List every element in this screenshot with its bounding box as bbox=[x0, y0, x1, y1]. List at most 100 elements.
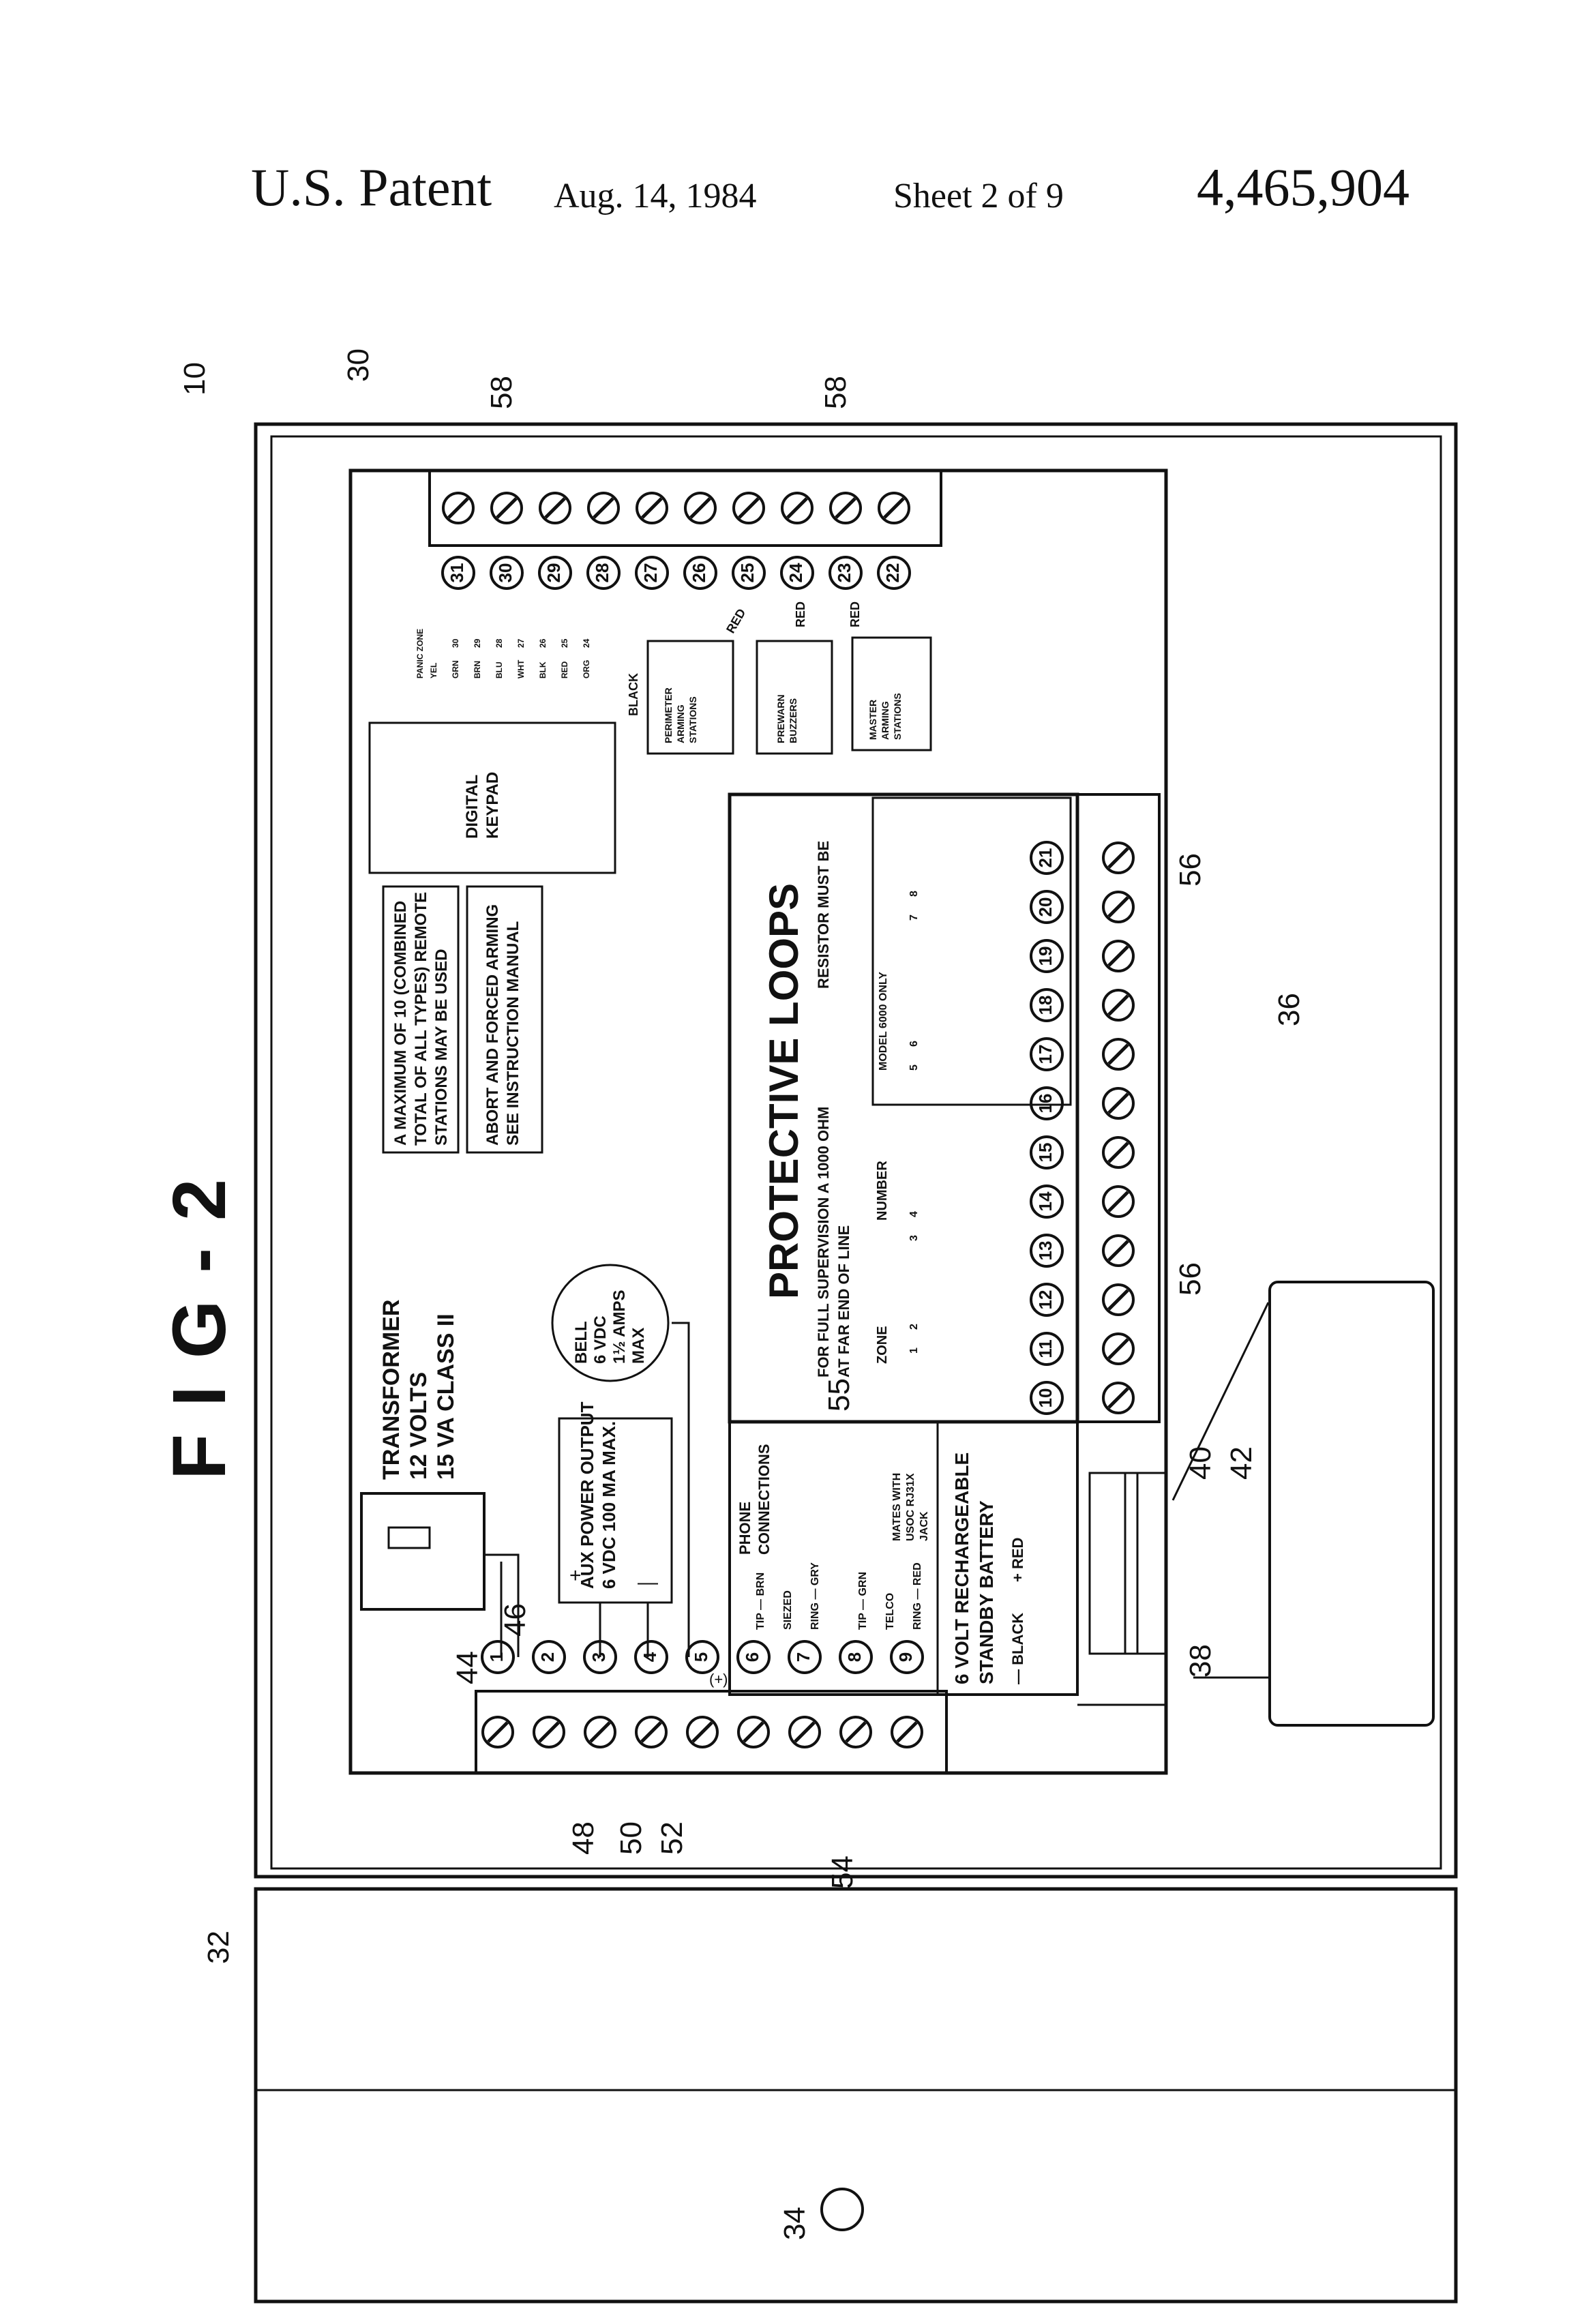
screw-slot-15 bbox=[1107, 1142, 1129, 1163]
screw-slot-30 bbox=[896, 1721, 918, 1743]
svg-text:TELCO: TELCO bbox=[884, 1593, 896, 1630]
terminal-10: 10 bbox=[1030, 1381, 1064, 1415]
terminal-18: 18 bbox=[1030, 988, 1064, 1022]
screw-slot-14 bbox=[1107, 1191, 1129, 1212]
svg-text:FOR FULL SUPERVISION A 1000 OH: FOR FULL SUPERVISION A 1000 OHM bbox=[815, 1107, 832, 1377]
screw-slot-7 bbox=[786, 497, 808, 519]
terminal-27-ring bbox=[635, 556, 669, 590]
red-wire-label-2: RED bbox=[794, 601, 807, 627]
svg-text:27: 27 bbox=[516, 638, 526, 648]
svg-text:TIP — GRN: TIP — GRN bbox=[857, 1572, 869, 1630]
svg-text:STATIONS: STATIONS bbox=[687, 696, 698, 743]
svg-text:MASTER: MASTER bbox=[867, 700, 878, 740]
svg-text:— BLACK: — BLACK bbox=[1009, 1613, 1026, 1684]
screw-slot-23 bbox=[538, 1721, 560, 1743]
svg-text:SEE INSTRUCTION MANUAL: SEE INSTRUCTION MANUAL bbox=[504, 921, 522, 1146]
svg-text:NUMBER: NUMBER bbox=[875, 1161, 890, 1221]
svg-text:FIG-2: FIG-2 bbox=[158, 1152, 241, 1480]
figure-title: FIG-2 bbox=[158, 1152, 241, 1480]
svg-text:ARMING: ARMING bbox=[675, 704, 686, 743]
ref-40: 40 bbox=[1184, 1446, 1217, 1480]
svg-text:TOTAL OF ALL TYPES) REMOTE: TOTAL OF ALL TYPES) REMOTE bbox=[412, 892, 430, 1146]
keypad-wire-labels: PANIC ZONE YEL GRN BRN BLU WHT BLK RED O… bbox=[415, 629, 591, 679]
screw-6 bbox=[732, 492, 765, 524]
terminal-27: 27 bbox=[635, 556, 669, 590]
terminal-12-ring bbox=[1030, 1283, 1064, 1317]
terminal-2: 2 bbox=[532, 1640, 566, 1674]
battery-label-box bbox=[936, 1420, 1079, 1696]
svg-text:PHONE: PHONE bbox=[736, 1502, 753, 1555]
svg-text:STATIONS MAY BE USED: STATIONS MAY BE USED bbox=[432, 949, 451, 1146]
terminal-5-plus: (+) bbox=[709, 1671, 728, 1688]
ref-10: 10 bbox=[178, 362, 211, 396]
terminal-21-label: 21 bbox=[1035, 848, 1056, 868]
red-wire-label-3: RED bbox=[848, 601, 862, 627]
aux-power-label: AUX POWER OUTPUT 6 VDC 100 MA MAX. bbox=[577, 1401, 619, 1589]
terminal-20-label: 20 bbox=[1035, 897, 1056, 917]
terminal-7: 7 bbox=[788, 1640, 822, 1674]
reference-numerals: 10 30 58 58 56 56 36 55 40 42 38 44 46 4… bbox=[178, 348, 1306, 2240]
svg-text:BRN: BRN bbox=[473, 661, 482, 679]
svg-text:30: 30 bbox=[451, 638, 460, 648]
terminal-21-ring bbox=[1030, 841, 1064, 875]
terminal-14: 14 bbox=[1030, 1185, 1064, 1219]
svg-text:15 VA CLASS II: 15 VA CLASS II bbox=[433, 1313, 459, 1480]
terminal-25: 25 bbox=[732, 556, 766, 590]
terminal-19-ring bbox=[1030, 939, 1064, 973]
fuse-1 bbox=[1088, 1472, 1139, 1655]
screw-13 bbox=[1102, 1234, 1135, 1267]
supervision-label: FOR FULL SUPERVISION A 1000 OHM AT FAR E… bbox=[815, 1107, 852, 1377]
terminal-strip-top bbox=[428, 469, 942, 547]
svg-text:BLU: BLU bbox=[494, 661, 504, 679]
screw-group bbox=[442, 492, 1135, 1748]
terminal-19-label: 19 bbox=[1035, 947, 1056, 966]
svg-text:WHT: WHT bbox=[516, 659, 526, 679]
terminal-13-label: 13 bbox=[1035, 1241, 1056, 1261]
screw-19 bbox=[1102, 940, 1135, 972]
mates-label: MATES WITH USOC RJ31X JACK bbox=[891, 1473, 930, 1541]
screw-16 bbox=[1102, 1087, 1135, 1120]
screw-slot-24 bbox=[589, 1721, 611, 1743]
terminal-11: 11 bbox=[1030, 1332, 1064, 1366]
terminal-25-ring bbox=[732, 556, 766, 590]
screw-22 bbox=[481, 1716, 514, 1748]
terminal-28-label: 28 bbox=[592, 563, 612, 583]
svg-text:DIGITAL: DIGITAL bbox=[463, 775, 481, 839]
terminal-16-label: 16 bbox=[1035, 1094, 1056, 1114]
phone-wire-labels: TIP — BRN SIEZED RING — GRY TIP — GRN TE… bbox=[755, 1562, 923, 1630]
terminal-26-label: 26 bbox=[689, 563, 709, 583]
aux-power-box bbox=[558, 1417, 673, 1604]
patent-number: 4,465,904 bbox=[1197, 158, 1409, 217]
number-label: NUMBER bbox=[875, 1161, 890, 1221]
terminal-22-label: 22 bbox=[882, 563, 903, 583]
terminal-9-label: 9 bbox=[895, 1652, 916, 1662]
svg-text:29: 29 bbox=[473, 638, 482, 648]
screw-28 bbox=[788, 1716, 821, 1748]
terminal-17-label: 17 bbox=[1035, 1045, 1056, 1064]
zone-label: ZONE bbox=[875, 1326, 890, 1364]
perimeter-label: PERIMETER ARMING STATIONS bbox=[663, 687, 698, 743]
screw-25 bbox=[635, 1716, 668, 1748]
ref-56b: 56 bbox=[1174, 1262, 1207, 1296]
red-wire-label-1: RED bbox=[723, 606, 748, 636]
terminal-23-label: 23 bbox=[834, 563, 854, 583]
screw-slot-28 bbox=[794, 1721, 816, 1743]
screw-10 bbox=[1102, 1382, 1135, 1414]
terminal-22: 22 bbox=[877, 556, 911, 590]
master-box bbox=[851, 636, 932, 751]
terminal-24-ring bbox=[780, 556, 814, 590]
black-wire-label: BLACK bbox=[627, 673, 640, 716]
terminal-12: 12 bbox=[1030, 1283, 1064, 1317]
fuse-2 bbox=[1124, 1472, 1167, 1655]
ref-58a: 58 bbox=[485, 376, 518, 409]
terminal-4-label: 4 bbox=[640, 1652, 660, 1662]
terminal-13: 13 bbox=[1030, 1234, 1064, 1268]
terminal-6-ring bbox=[736, 1640, 771, 1674]
zone-number-8: 8 bbox=[908, 891, 920, 897]
digital-keypad-label: DIGITAL KEYPAD bbox=[463, 772, 502, 839]
svg-text:RING — RED: RING — RED bbox=[912, 1562, 923, 1630]
screw-20 bbox=[1102, 891, 1135, 923]
digital-keypad-box bbox=[368, 721, 616, 874]
svg-text:TRANSFORMER: TRANSFORMER bbox=[378, 1300, 404, 1480]
